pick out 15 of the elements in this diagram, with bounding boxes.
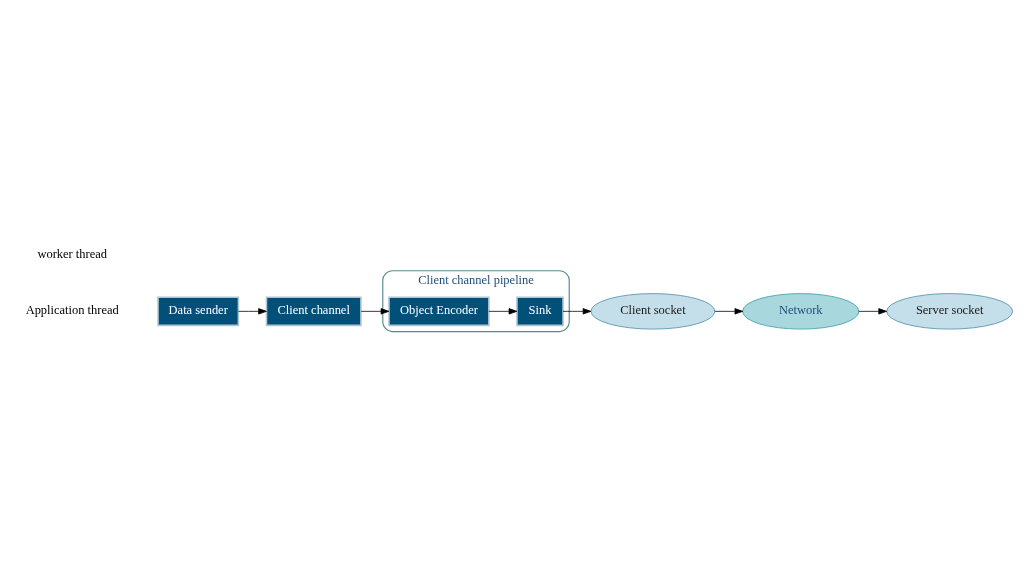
node-ellipse: Client socket: [590, 293, 716, 330]
label: worker thread: [37, 247, 107, 262]
arrow: [488, 308, 518, 315]
arrow: [858, 308, 887, 315]
node-box: Data sender: [157, 296, 240, 327]
label: Application thread: [25, 303, 119, 318]
arrow: [714, 308, 744, 315]
node-ellipse: Server socket: [886, 293, 1013, 330]
arrow: [238, 308, 267, 315]
arrow: [562, 308, 592, 315]
node-box: Client channel: [265, 296, 362, 327]
node-box: Object Encoder: [388, 296, 490, 327]
node-ellipse: Network: [742, 293, 860, 330]
node-box: Sink: [516, 296, 564, 327]
arrow: [360, 308, 390, 315]
